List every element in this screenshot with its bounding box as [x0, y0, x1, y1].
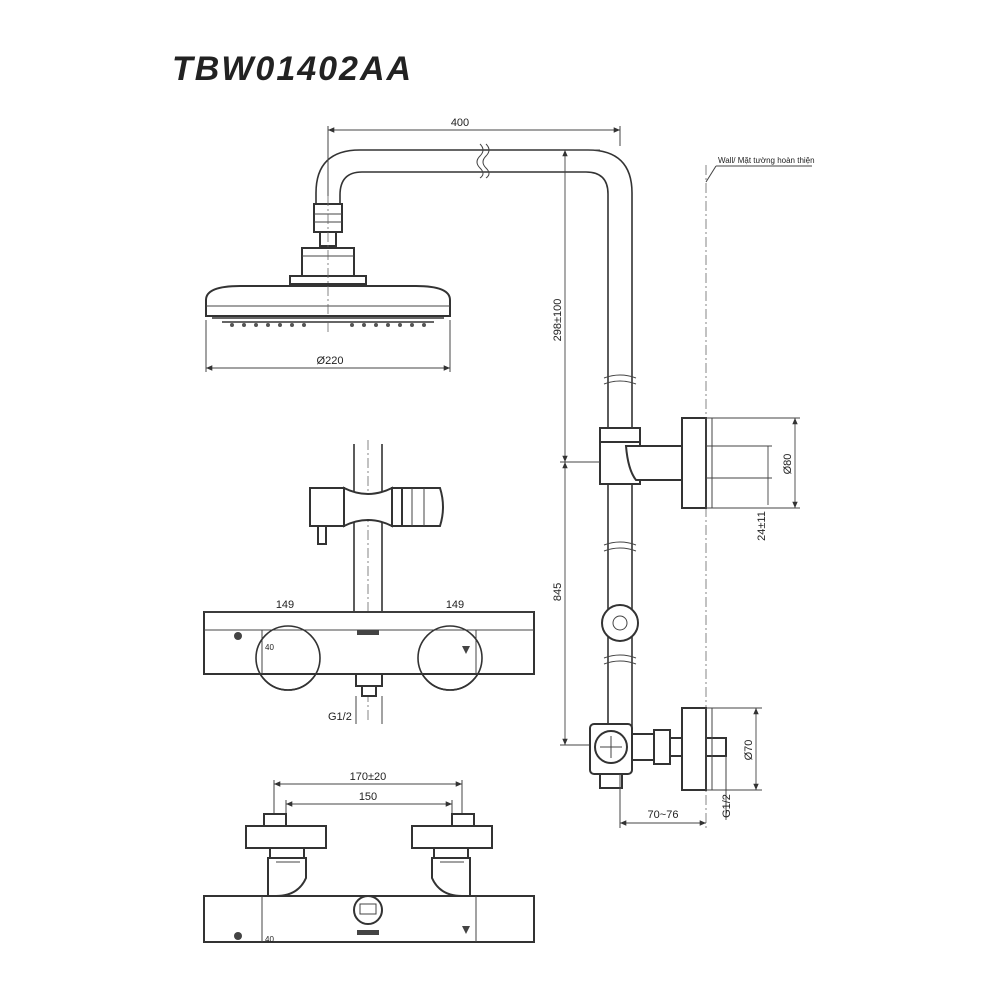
mixer-front-view: 40 149 149 G1/2: [203, 440, 535, 724]
dim-spout-thread: G1/2: [328, 711, 352, 723]
dim-outlet-thread: G1/2: [721, 794, 733, 818]
dim-outlet-diameter: Ø70: [743, 740, 755, 761]
dim-rail-length: 845: [552, 583, 564, 601]
temp-mark-top: 40: [265, 643, 274, 652]
dim-head-diameter: Ø220: [317, 355, 344, 367]
mixer-top-view: 170±20 150 40: [203, 771, 535, 944]
dim-inlet-center: 150: [359, 791, 377, 803]
temp-mark-bottom: 40: [265, 935, 274, 944]
dim-left-handle: 149: [276, 599, 294, 611]
dim-bracket-diameter: Ø80: [782, 454, 794, 475]
dim-right-handle: 149: [446, 599, 464, 611]
dim-riser-height: 298±100: [552, 299, 564, 342]
dim-wall-distance: 70~76: [648, 809, 679, 821]
dim-bracket-offset: 24±11: [756, 511, 768, 541]
product-code-title: TBW01402AA: [172, 50, 414, 88]
wall-label: Wall/ Mặt tường hoàn thiện: [718, 156, 815, 165]
dim-inlet-span: 170±20: [350, 771, 387, 783]
overhead-shower-assembly: 400 Ø220: [205, 117, 637, 745]
dim-arm-length: 400: [451, 117, 469, 129]
riser-rail-side-view: 298±100 845 Ø80 24±11 Ø70: [552, 149, 800, 828]
wall-reference: Wall/ Mặt tường hoàn thiện: [705, 156, 815, 828]
